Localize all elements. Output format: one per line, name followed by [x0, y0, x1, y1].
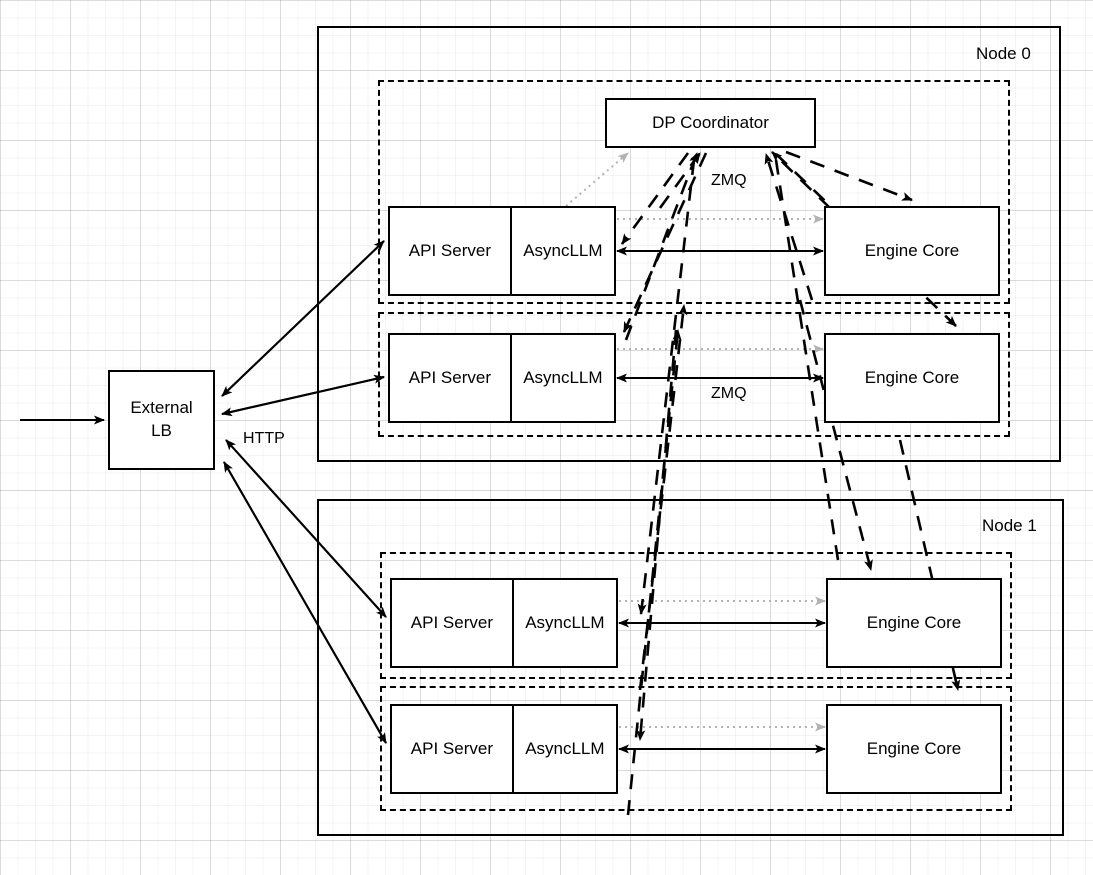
engine-core-label-node1-dp1: Engine Core: [866, 739, 962, 758]
engine-core-box-node0-dp1[interactable]: Engine Core: [824, 333, 1000, 423]
dp-coordinator-label: DP Coordinator: [652, 113, 769, 132]
api-server-box-node0-dp0[interactable]: API Server AsyncLLM: [388, 206, 616, 296]
external-lb-box[interactable]: External LB: [108, 370, 215, 470]
api-server-label-node0-dp0: API Server: [390, 208, 512, 294]
node-container-node1: [317, 499, 1064, 836]
async-llm-label-node1-dp0: AsyncLLM: [525, 613, 605, 632]
api-server-label-node1-dp1: API Server: [392, 706, 514, 792]
async-llm-label-node0-dp1: AsyncLLM: [523, 368, 603, 387]
engine-core-label-node0-dp0: Engine Core: [864, 241, 960, 260]
node-container-node0: [317, 26, 1061, 462]
node-label-node1: Node 1: [982, 516, 1037, 535]
api-server-box-node1-dp0[interactable]: API Server AsyncLLM: [390, 578, 618, 668]
engine-core-box-node1-dp1[interactable]: Engine Core: [826, 704, 1002, 794]
external-lb-label-line1: External: [130, 398, 193, 418]
dp-coordinator-box[interactable]: DP Coordinator: [605, 98, 816, 148]
engine-core-box-node0-dp0[interactable]: Engine Core: [824, 206, 1000, 296]
node-label-node0: Node 0: [976, 44, 1031, 63]
engine-core-label-node0-dp1: Engine Core: [864, 368, 960, 387]
api-server-box-node1-dp1[interactable]: API Server AsyncLLM: [390, 704, 618, 794]
edge-label-http: HTTP: [243, 430, 285, 447]
async-llm-label-node1-dp1: AsyncLLM: [525, 739, 605, 758]
engine-core-box-node1-dp0[interactable]: Engine Core: [826, 578, 1002, 668]
dp-group-node1-dp0: [380, 552, 1012, 679]
edge-label-zmq-top: ZMQ: [711, 172, 747, 189]
async-llm-label-node0-dp0: AsyncLLM: [523, 241, 603, 260]
api-server-label-node0-dp1: API Server: [390, 335, 512, 421]
edge-label-zmq-bottom: ZMQ: [711, 385, 747, 402]
api-server-box-node0-dp1[interactable]: API Server AsyncLLM: [388, 333, 616, 423]
external-lb-label-line2: LB: [151, 421, 172, 440]
api-server-label-node1-dp0: API Server: [392, 580, 514, 666]
dp-group-node0-dp1: [378, 312, 1010, 437]
engine-core-label-node1-dp0: Engine Core: [866, 613, 962, 632]
dp-group-node1-dp1: [380, 686, 1012, 811]
dp-group-node0-dp0: [378, 80, 1010, 304]
